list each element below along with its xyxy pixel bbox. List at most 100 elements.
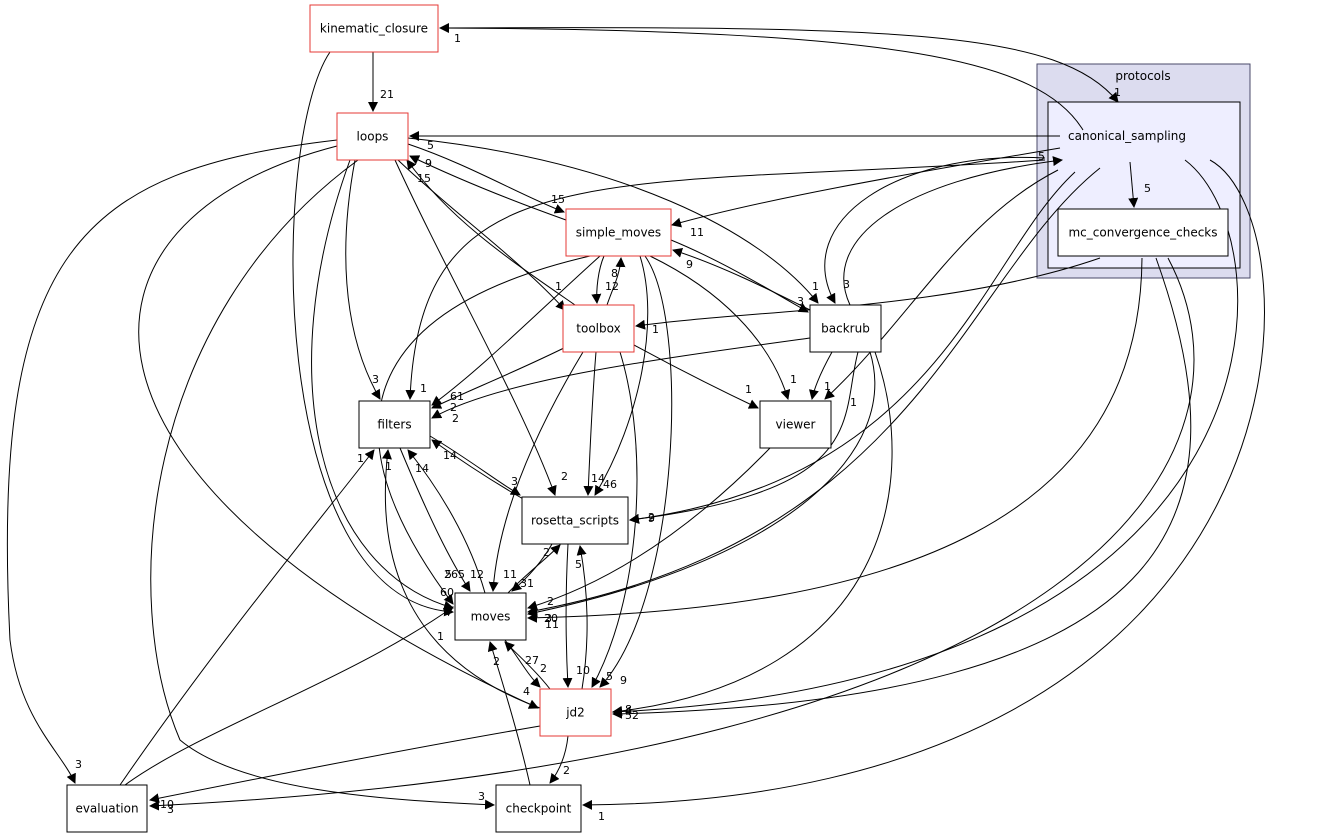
node-box-loops[interactable] (336, 112, 409, 161)
edge-label-moves-to-rosetta_scripts: 2 (543, 546, 550, 559)
node-box-backrub[interactable] (809, 304, 882, 353)
edge-canonical_sampling-to-rosetta_scripts (629, 171, 1076, 524)
edge-label-loops-to-filters: 3 (372, 373, 379, 386)
node-moves[interactable]: moves (454, 592, 527, 641)
edge-label-simple_moves-to-jd2: 9 (620, 674, 627, 687)
edge-loops-to-backrub (407, 137, 819, 304)
edge-label-simple_moves-to-moves: 5 (445, 568, 452, 581)
node-label-simple-moves: simple_moves (576, 226, 661, 240)
node-mc-convergence-checks[interactable]: mc_convergence_checks (1057, 208, 1229, 257)
edge-label-backrub-to-rosetta_scripts: 9 (648, 512, 655, 525)
edge-loops-to-rosetta_scripts (394, 159, 557, 496)
edge-label-toolbox-to-filters: 2 (450, 401, 457, 414)
node-evaluation[interactable]: evaluation (66, 784, 148, 833)
edge-backrub-to-rosetta_scripts (629, 351, 859, 524)
edge-backrub-to-canonical_sampling (843, 156, 1063, 306)
edge-rosetta_scripts-to-jd2 (562, 543, 573, 688)
node-label-viewer: viewer (776, 418, 816, 432)
edge-label-jd2-to-evaluation: 3 (167, 803, 174, 816)
edge-evaluation-to-filters (119, 449, 375, 786)
edge-simple_moves-to-loops (409, 155, 567, 221)
node-box-rosetta-scripts[interactable] (521, 496, 629, 545)
edge-label-toolbox-to-simple_moves: 8 (611, 267, 618, 280)
edge-loops-to-toolbox (397, 159, 566, 311)
node-rosetta-scripts[interactable]: rosetta_scripts (521, 496, 629, 545)
edge-label-canonical_sampling-to-mc_convergence_checks: 5 (1144, 182, 1151, 195)
edge-toolbox-to-viewer (633, 344, 759, 409)
edge-mc_convergence_checks-to-moves (527, 257, 1143, 623)
node-box-simple-moves[interactable] (565, 208, 672, 257)
edge-canonical_sampling-to-mc_convergence_checks (1128, 161, 1139, 208)
edge-loops-to-moves (311, 159, 454, 611)
node-jd2[interactable]: jd2 (539, 688, 612, 737)
node-toolbox[interactable]: toolbox (562, 304, 635, 353)
edge-label-evaluation-to-filters: 1 (357, 452, 364, 465)
edge-loops-to-jd2 (138, 145, 539, 709)
node-filters[interactable]: filters (358, 400, 431, 449)
edge-label-jd2-to-rosetta_scripts: 5 (575, 558, 582, 571)
edge-label-canonical_sampling-to-filters: 1 (420, 382, 427, 395)
node-backrub[interactable]: backrub (809, 304, 882, 353)
edge-label-toolbox-to-moves: 11 (503, 568, 517, 581)
edge-label-filters-to-moves: 12 (470, 568, 484, 581)
edge-canonical_sampling-to-kinematic_closure (439, 23, 1084, 131)
edge-backrub-to-moves (527, 351, 876, 618)
edge-simple_moves-to-moves (378, 255, 591, 605)
edge-toolbox-to-loops (406, 159, 576, 306)
edge-loops-to-evaluation (6, 139, 338, 784)
node-box-checkpoint[interactable] (495, 784, 582, 833)
edge-label-rosetta_scripts-to-moves: 31 (520, 577, 534, 590)
node-label-loops: loops (357, 130, 389, 144)
node-box-mc-convergence-checks[interactable] (1057, 208, 1229, 257)
edge-label-moves-to-jd2: 27 (525, 654, 539, 667)
node-label-rosetta-scripts: rosetta_scripts (531, 514, 619, 528)
edge-label-jd2-to-filters: 1 (385, 460, 392, 473)
edges-layer (6, 23, 1265, 811)
edge-moves-to-filters (407, 449, 486, 594)
edge-label-simple_moves-to-rosetta_scripts: 46 (603, 478, 617, 491)
edge-toolbox-to-filters (431, 344, 571, 409)
node-box-jd2[interactable] (539, 688, 612, 737)
edge-label-canonical_sampling-to-simple_moves: 11 (690, 226, 704, 239)
node-kinematic-closure[interactable]: kinematic_closure (309, 4, 439, 53)
cluster-label-protocols: protocols (1115, 69, 1170, 83)
edge-label-moves-to-filters: 14 (415, 462, 429, 475)
edge-backrub-to-jd2 (612, 351, 893, 716)
node-box-filters[interactable] (358, 400, 431, 449)
edge-label-jd2-to-moves: 2 (540, 662, 547, 675)
edge-label-canonical_sampling-to-rosetta_scripts: 2 (648, 511, 655, 524)
node-label-mc-convergence-checks: mc_convergence_checks (1068, 226, 1217, 240)
edge-label-mc_convergence_checks-to-jd2: 52 (625, 709, 639, 722)
edge-label-canonical_sampling-to-viewer: 1 (850, 396, 857, 409)
edge-backrub-to-simple_moves (672, 247, 811, 311)
edge-label-loops-to-evaluation: 3 (75, 758, 82, 771)
cluster-label-canonical-sampling: canonical_sampling (1068, 129, 1186, 143)
edge-label-simple_moves-to-viewer: 1 (790, 373, 797, 386)
node-loops[interactable]: loops (336, 112, 409, 161)
edge-simple_moves-to-viewer (649, 255, 791, 400)
node-box-toolbox[interactable] (562, 304, 635, 353)
edge-simple_moves-to-filters (431, 255, 601, 406)
edge-label-filters-to-rosetta_scripts: 3 (511, 475, 518, 488)
node-viewer[interactable]: viewer (759, 400, 832, 449)
edge-label-kinematic_closure-to-loops: 21 (380, 88, 394, 101)
node-box-kinematic-closure[interactable] (309, 4, 439, 53)
edge-label-mc_convergence_checks-to-evaluation: 10 (160, 798, 174, 811)
edge-label-canonical_sampling-to-checkpoint: 1 (598, 810, 605, 823)
node-box-moves[interactable] (454, 592, 527, 641)
edge-filters-to-rosetta_scripts (429, 435, 521, 496)
edge-label-backrub-to-viewer: 1 (824, 380, 831, 393)
edge-canonical_sampling-to-simple_moves (671, 147, 1061, 228)
edge-label-simple_moves-to-loops: 9 (425, 157, 432, 170)
edge-label-backrub-to-simple_moves: 9 (686, 258, 693, 271)
node-checkpoint[interactable]: checkpoint (495, 784, 582, 833)
edge-label-rosetta_scripts-to-filters: 14 (443, 449, 457, 462)
node-box-viewer[interactable] (759, 400, 832, 449)
edge-toolbox-to-simple_moves (606, 257, 626, 306)
node-simple-moves[interactable]: simple_moves (565, 208, 672, 257)
node-box-evaluation[interactable] (66, 784, 148, 833)
edge-canonical_sampling-to-backrub (824, 156, 1046, 304)
